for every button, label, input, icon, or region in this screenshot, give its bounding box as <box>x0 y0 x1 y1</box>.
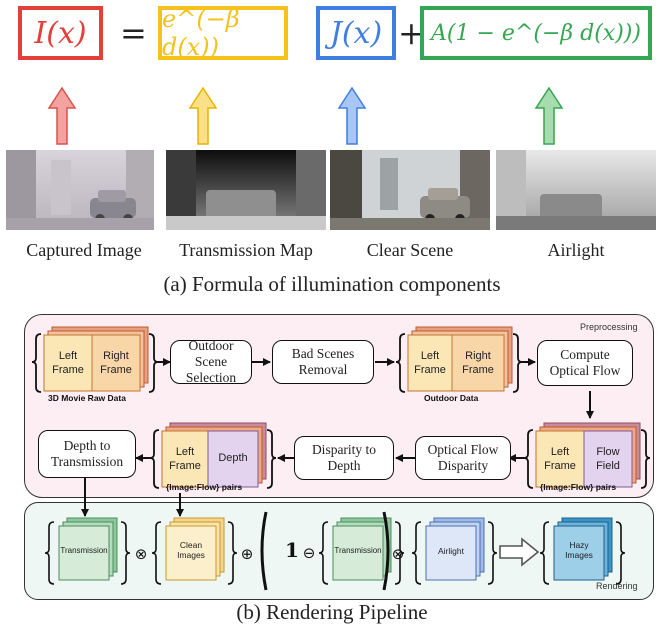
depth-to-transmission-label: Depth to Transmission <box>50 437 124 469</box>
raw-right-frame-label: Right Frame <box>100 350 132 376</box>
captured-image-thumbnail <box>6 150 154 230</box>
captured-image-term: I(x) <box>18 6 103 60</box>
clean-images-stack <box>151 517 238 585</box>
render-output-arrow-icon <box>499 537 540 567</box>
outdoor-scene-selection-node: Outdoor Scene Selection <box>170 337 252 386</box>
svg-text:⊕: ⊕ <box>241 545 254 563</box>
captured-image-term-text: I(x) <box>34 15 87 51</box>
optical-flow-disparity-node: Optical Flow Disparity <box>415 436 511 480</box>
render-transmission-label-2: Transmission <box>334 546 382 555</box>
transmission-map-caption: Transmission Map <box>179 240 313 260</box>
bad-scenes-removal-label: Bad Scenes Removal <box>291 345 355 377</box>
bad-scenes-removal-node: Bad Scenes Removal <box>272 340 374 384</box>
depth-to-transmission-node: Depth to Transmission <box>38 430 136 478</box>
outdoor-scene-selection-label: Outdoor Scene Selection <box>185 337 237 386</box>
airlight-thumbnail <box>496 150 656 230</box>
render-transmission-label: Transmission <box>60 546 108 555</box>
optical-flow-disparity-label: Optical Flow Disparity <box>427 441 499 473</box>
render-transmission-stack <box>44 517 131 585</box>
disparity-to-depth-label: Disparity to Depth <box>311 441 377 473</box>
clear-scene-term: J(x) <box>316 6 396 60</box>
svg-text:⊗: ⊗ <box>135 545 148 563</box>
svg-text:⊗: ⊗ <box>392 545 405 563</box>
captured-image-caption: Captured Image <box>26 240 142 260</box>
raw-data-caption: 3D Movie Raw Data <box>48 393 126 403</box>
clear-scene-term-text: J(x) <box>329 15 383 51</box>
airlight-term: A(1 − e^(−β d(x))) <box>420 6 652 60</box>
hazy-images-stack <box>539 517 626 585</box>
section-a-title: (a) Formula of illumination components <box>163 272 501 296</box>
preprocessing-label: Preprocessing <box>580 322 638 332</box>
equals-sign: = <box>120 14 147 52</box>
flow-left-frame-label: Left Frame <box>544 446 576 472</box>
svg-text:⊖: ⊖ <box>303 544 316 562</box>
hazy-images-label: Hazy Images <box>565 540 593 561</box>
depth-label: Depth <box>218 452 248 464</box>
outdoor-data-stack <box>395 326 523 393</box>
raw-left-frame-label: Left Frame <box>52 350 84 376</box>
outdoor-left-frame-label: Left Frame <box>414 350 446 376</box>
compute-optical-flow-node: Compute Optical Flow <box>537 340 633 386</box>
transmission-term-text: e^(−β d(x)) <box>162 5 240 61</box>
rendering-label: Rendering <box>596 581 638 591</box>
flow-field-label: Flow Field <box>596 446 620 472</box>
clear-scene-thumbnail <box>330 150 490 230</box>
green-up-arrow-icon <box>534 86 564 145</box>
clean-images-label: Clean Images <box>177 540 205 561</box>
depth-pairs-caption: {Image:Flow} pairs <box>166 482 243 492</box>
outdoor-data-caption: Outdoor Data <box>424 393 479 403</box>
red-up-arrow-icon <box>47 86 77 145</box>
outdoor-right-frame-label: Right Frame <box>462 350 494 376</box>
clear-scene-caption: Clear Scene <box>366 240 454 260</box>
transmission-term: e^(−β d(x)) <box>158 5 288 61</box>
raw-data-stack <box>31 326 159 393</box>
airlight-stack-label: Airlight <box>438 546 464 556</box>
airlight-caption: Airlight <box>547 240 605 260</box>
one-constant: 1 <box>285 538 299 562</box>
disparity-to-depth-node: Disparity to Depth <box>294 436 394 480</box>
render-transmission-stack-2 <box>318 517 405 585</box>
compute-optical-flow-label: Compute Optical Flow <box>549 346 621 378</box>
depth-pairs-stack <box>149 422 277 489</box>
transmission-map-thumbnail <box>166 150 326 230</box>
flow-pairs-stack <box>523 422 651 489</box>
flow-pairs-caption: {Image:Flow} pairs <box>540 482 617 492</box>
depth-left-frame-label: Left Frame <box>169 446 201 472</box>
airlight-stack <box>411 517 498 585</box>
section-b-title: (b) Rendering Pipeline <box>236 600 428 624</box>
yellow-up-arrow-icon <box>188 86 218 145</box>
airlight-term-text: A(1 − e^(−β d(x))) <box>431 20 641 46</box>
blue-up-arrow-icon <box>337 86 367 145</box>
